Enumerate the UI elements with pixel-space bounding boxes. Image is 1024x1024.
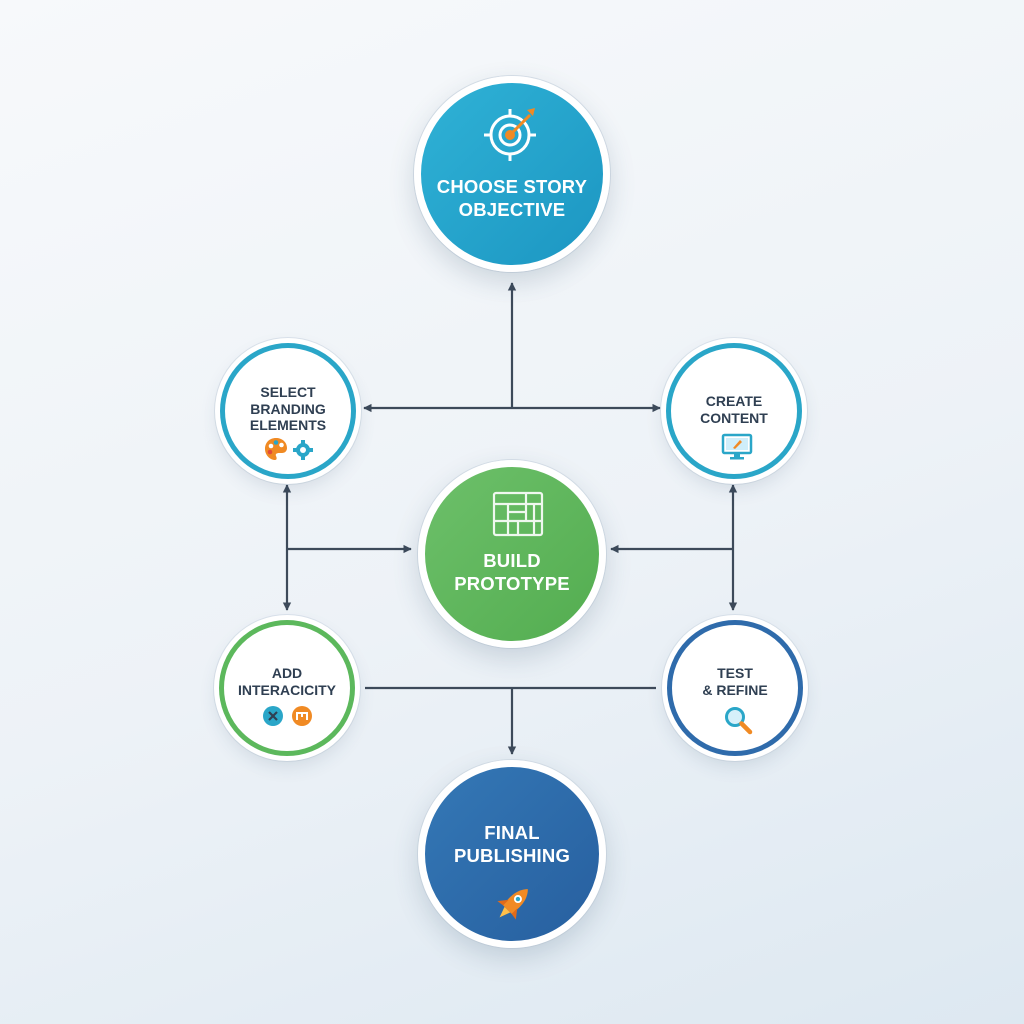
content-label-line1: CREATE: [705, 393, 763, 409]
test-label-line2: & REFINE: [702, 681, 768, 698]
branding-label-line2: BRANDING: [250, 400, 326, 417]
content-label: CREATE CONTENT: [671, 393, 797, 426]
publishing-label-line2: PUBLISHING: [453, 845, 571, 866]
prototype-label-line1: BUILD: [483, 550, 541, 571]
magnifier-icon: [725, 707, 753, 735]
objective-label: CHOOSE STORY OBJECTIVE: [421, 175, 603, 221]
publishing-label: FINAL PUBLISHING: [425, 821, 599, 867]
node-select-branding-elements: SELECT BRANDING ELEMENTS: [220, 343, 356, 479]
test-label: TEST & REFINE: [672, 665, 798, 698]
branding-label: SELECT BRANDING ELEMENTS: [225, 384, 351, 434]
wireframe-icon: [492, 491, 544, 537]
gear-icon: [293, 440, 313, 460]
target-icon: [484, 108, 536, 161]
palette-icon: [265, 438, 287, 460]
close-badge-icon: [263, 706, 283, 726]
branding-label-line3: ELEMENTS: [249, 417, 327, 433]
node-add-interacicity: ADD INTERACICITY: [219, 620, 355, 756]
interactivity-label-line1: ADD: [271, 665, 303, 681]
objective-label-line2: OBJECTIVE: [458, 199, 566, 220]
node-choose-story-objective: CHOOSE STORY OBJECTIVE: [414, 76, 610, 272]
node-test-and-refine: TEST & REFINE: [667, 620, 803, 756]
monitor-icon: [721, 433, 753, 460]
branding-label-line1: SELECT: [260, 384, 316, 400]
node-build-prototype: BUILD PROTOTYPE: [418, 460, 606, 648]
objective-label-line1: CHOOSE STORY: [436, 176, 588, 197]
hub-badge-icon: [292, 706, 312, 726]
prototype-label-line2: PROTOTYPE: [454, 573, 570, 594]
test-label-line1: TEST: [717, 665, 753, 681]
publishing-label-line1: FINAL: [484, 822, 540, 843]
node-create-content: CREATE CONTENT: [666, 343, 802, 479]
interactivity-label: ADD INTERACICITY: [224, 665, 350, 698]
rocket-icon: [497, 889, 528, 920]
interactivity-label-line2: INTERACICITY: [238, 681, 336, 698]
node-final-publishing: FINAL PUBLISHING: [418, 760, 606, 948]
content-label-line2: CONTENT: [700, 409, 768, 426]
prototype-label: BUILD PROTOTYPE: [425, 549, 599, 595]
